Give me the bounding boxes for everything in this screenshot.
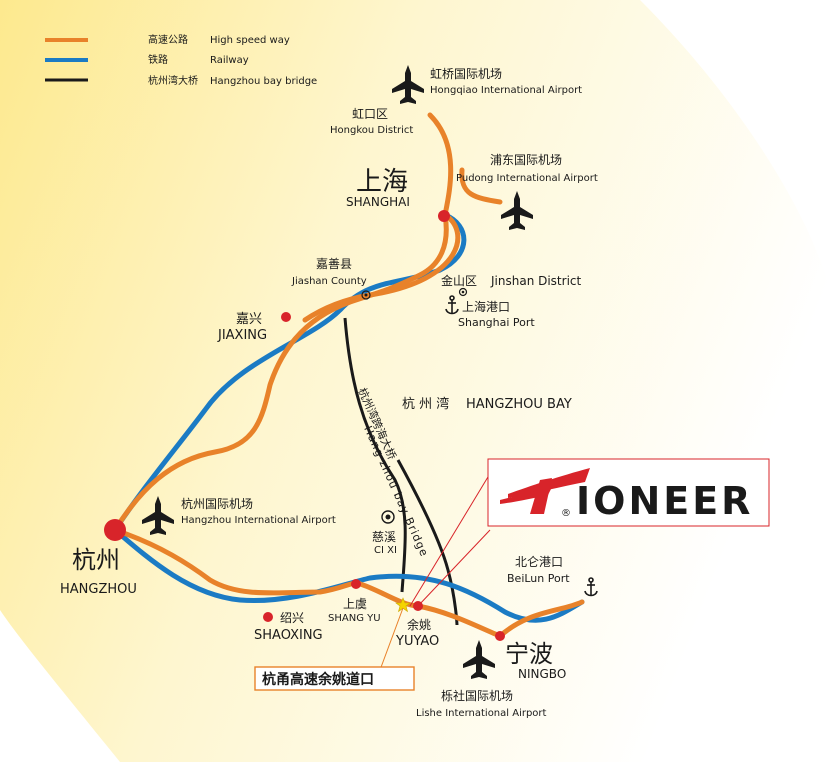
- jiashan-label-cn: 嘉善县: [316, 256, 352, 271]
- city-dots: [104, 210, 505, 641]
- hangzhou-dot: [104, 519, 126, 541]
- jinshan-marker: [458, 287, 468, 297]
- hangzhou-airport-label-cn: 杭州国际机场: [181, 496, 253, 511]
- hangzhou-airport-label-en: Hangzhou International Airport: [181, 515, 336, 526]
- shanghai-port-label-en: Shanghai Port: [458, 316, 535, 329]
- legend-bridge-cn: 杭州湾大桥: [148, 74, 198, 87]
- jinshan-label-en: Jinshan District: [490, 274, 582, 288]
- pudong-label-en: Pudong International Airport: [456, 173, 598, 184]
- beilun-label-cn: 北仑港口: [515, 555, 563, 569]
- pudong-label-cn: 浦东国际机场: [490, 153, 562, 167]
- pioneer-logo-icon: [500, 468, 590, 514]
- beilun-port-anchor-icon: [584, 577, 598, 597]
- lishe-label-en: Lishe International Airport: [416, 708, 547, 719]
- railway-hangzhou-ningbo: [112, 527, 585, 623]
- shanghai-label-cn: 上海: [356, 167, 408, 197]
- jiashan-marker: [361, 290, 371, 300]
- jiaxing-dot: [281, 312, 291, 322]
- hongkou-label-en: Hongkou District: [330, 125, 413, 136]
- jinshan-label-cn: 金山区: [441, 273, 477, 288]
- airplane-icons: [142, 65, 533, 679]
- logo-pointer-line: [417, 529, 491, 607]
- registered-mark: ®: [561, 508, 571, 519]
- legend-railway-en: Railway: [210, 55, 249, 66]
- hongkou-label-cn: 虹口区: [352, 107, 388, 121]
- railway-lines: [112, 212, 585, 623]
- legend-railway-cn: 铁路: [148, 53, 168, 66]
- legend-highway-cn: 高速公路: [148, 33, 188, 46]
- legend-highway-en: High speed way: [210, 35, 290, 46]
- logo-text: IONEER: [576, 479, 753, 523]
- shanghai-label-en: SHANGHAI: [346, 195, 410, 209]
- jiashan-label-en: Jiashan County: [291, 276, 367, 287]
- highway-hangzhou-ningbo: [112, 527, 503, 639]
- legend-bridge-en: Hangzhou bay bridge: [210, 76, 317, 87]
- ningbo-label-en: NINGBO: [518, 667, 566, 681]
- shaoxing-label-en: SHAOXING: [254, 628, 323, 643]
- hongqiao-airplane-icon: [392, 65, 424, 104]
- hangzhou-label-cn: 杭州: [72, 546, 120, 574]
- exit-box: [254, 666, 415, 691]
- shaoxing-label-cn: 绍兴: [280, 611, 304, 625]
- beilun-label-en: BeiLun Port: [507, 572, 570, 585]
- hongqiao-label-en: Hongqiao International Airport: [430, 85, 582, 96]
- exit-label: 杭甬高速余姚道口: [262, 671, 374, 688]
- logo-pointer-line-2: [409, 461, 498, 607]
- county-markers: [361, 287, 468, 524]
- shanghai-port-label-cn: 上海港口: [462, 299, 510, 314]
- lishe-label-cn: 栎社国际机场: [441, 688, 513, 703]
- ningbo-dot: [495, 631, 505, 641]
- shangyu-label-en: SHANG YU: [328, 613, 381, 624]
- shanghai-dot: [438, 210, 450, 222]
- shaoxing-dot: [263, 612, 273, 622]
- shanghai-port-anchor-icon: [445, 295, 459, 315]
- hangzhou-bay-label-cn: 杭 州 湾: [402, 396, 449, 412]
- logo-callout: ® IONEER: [487, 458, 770, 527]
- cixi-label-cn: 慈溪: [372, 529, 396, 544]
- hangzhou-label-en: HANGZHOU: [60, 582, 137, 597]
- ningbo-label-cn: 宁波: [505, 640, 553, 668]
- jiaxing-label-en: JIAXING: [217, 328, 267, 343]
- shangyu-label-cn: 上虞: [343, 597, 367, 611]
- cixi-marker: [381, 510, 395, 524]
- lishe-airplane-icon: [463, 640, 495, 679]
- yuyao-label-cn: 余姚: [407, 617, 431, 632]
- cixi-label-en: CI XI: [374, 545, 397, 556]
- legend: 高速公路 High speed way 铁路 Railway 杭州湾大桥 Han…: [45, 33, 317, 87]
- anchor-icons: [445, 295, 598, 597]
- highway-ningbo-beilun: [497, 599, 585, 639]
- jiaxing-label-cn: 嘉兴: [236, 312, 262, 327]
- hangzhou-airplane-icon: [142, 496, 174, 535]
- exit-callout: 杭甬高速余姚道口: [254, 607, 415, 691]
- hangzhou-bay-label-en: HANGZHOU BAY: [466, 397, 572, 412]
- highway-shanghai-jiashan: [302, 212, 461, 323]
- pudong-airplane-icon: [501, 191, 533, 230]
- highway-pudong-spur: [459, 167, 503, 205]
- hongqiao-label-cn: 虹桥国际机场: [430, 67, 502, 81]
- yuyao-label-en: YUYAO: [395, 634, 439, 649]
- railway-shanghai-hangzhou: [112, 212, 467, 533]
- bridge-line-west: [343, 317, 407, 593]
- shangyu-dot: [351, 579, 361, 589]
